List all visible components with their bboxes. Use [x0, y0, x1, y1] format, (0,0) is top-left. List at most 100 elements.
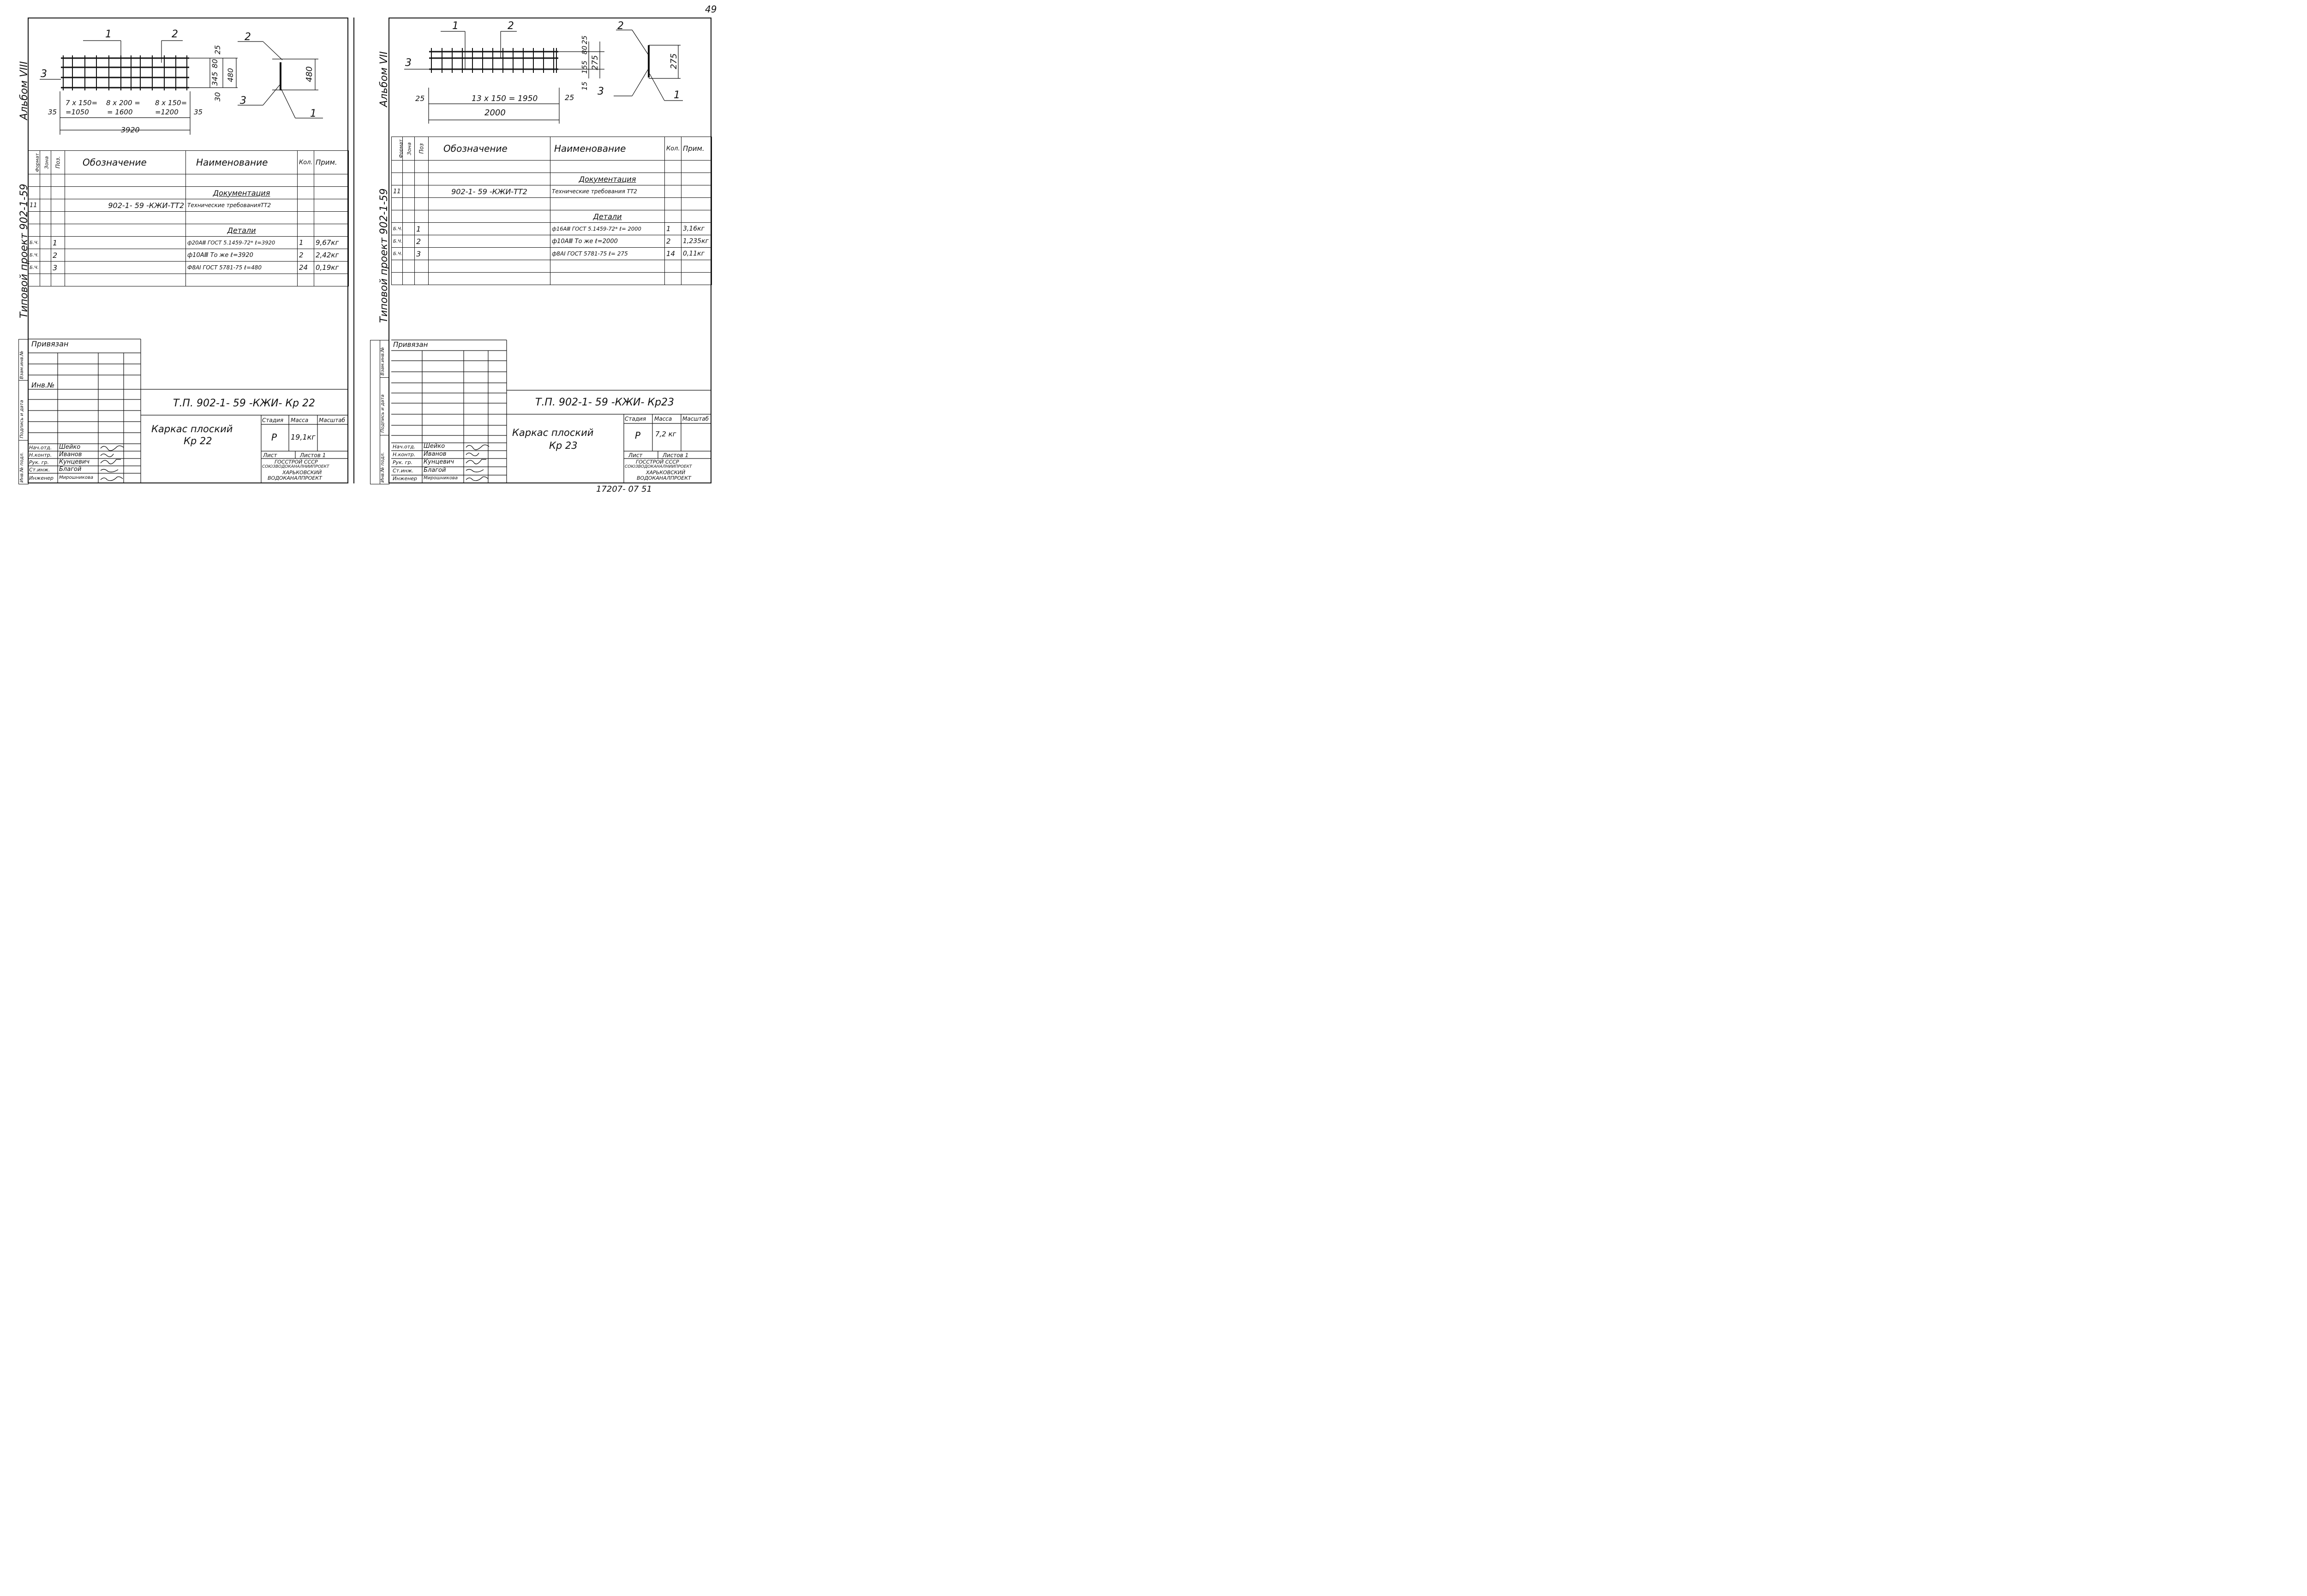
row-name: Ф8АI ГОСТ 5781-75 ℓ=480: [185, 261, 298, 274]
row-pos: 2: [51, 249, 65, 262]
name-2-r: Иванов: [424, 451, 447, 458]
row-name: ф20АⅢ ГОСТ 5.1459-72* ℓ=3920: [185, 236, 298, 249]
stage-value: Р: [271, 432, 277, 443]
dim-2000-r: 2000: [484, 108, 506, 118]
dim-8x200: 8 x 200 =: [106, 99, 140, 107]
callout-3-r: 3: [405, 57, 412, 69]
row-note-r: 3,16кг: [681, 222, 712, 235]
section-docs-row: Документация: [28, 186, 349, 199]
header-name-r: Наименование: [554, 143, 626, 154]
spec-header-r: Формат Зона Поз Обозначение Наименование…: [391, 137, 712, 161]
role-1: Нач.отд.: [29, 445, 52, 451]
row-note-r: 1,235кг: [681, 235, 712, 248]
callout-1-r: 1: [452, 20, 459, 32]
drawing-mark-r: Кр 23: [549, 440, 578, 451]
dim-25-left-r: 25: [415, 94, 425, 103]
role-2-r: Н.контр.: [393, 452, 416, 458]
doc-row: 11 902-1- 59 -КЖИ-ТТ2 Технические требов…: [28, 199, 349, 212]
callout-3-side: 3: [240, 95, 246, 107]
org-line-2: СОЮЗВОДОКАНАЛНИИПРОЕКТ: [262, 465, 329, 469]
row-name-r: ф16АⅢ ГОСТ 5.1459-72* ℓ= 2000: [550, 222, 665, 235]
callout-1-side-r: 1: [674, 89, 680, 101]
drawing-name-r: Каркас плоский: [512, 427, 594, 438]
row-format: Б.Ч.: [28, 261, 40, 274]
role-5: Инженер: [29, 475, 54, 481]
doc-row-r: 11 902-1- 59 -КЖИ-ТТ2 Технические требов…: [391, 185, 712, 198]
sheet-label: Лист: [263, 452, 277, 459]
name-5: Мирошникова: [59, 475, 93, 480]
stage-header: Стадия: [262, 417, 284, 423]
role-4-r: Ст.инж.: [393, 468, 414, 474]
org-line-1: ГОССТРОЙ СССР: [275, 459, 318, 465]
spec-header: Формат Зона Поз. Обозначение Наименовани…: [28, 150, 349, 174]
drawing-code-r: Т.П. 902-1- 59 -КЖИ- Кр23: [535, 397, 675, 408]
org-line-2-r: СОЮЗВОДОКАНАЛНИИПРОЕКТ: [625, 465, 692, 469]
drawing-code: Т.П. 902-1- 59 -КЖИ- Кр 22: [173, 398, 316, 409]
name-3-r: Кунцевич: [424, 459, 454, 465]
name-5-r: Мирошникова: [424, 476, 458, 481]
spec-row-r: Б.Ч. 1 ф16АⅢ ГОСТ 5.1459-72* ℓ= 2000 1 3…: [391, 222, 712, 235]
row-pos-r: 1: [414, 222, 429, 235]
section-docs-row-r: Документация: [391, 173, 712, 185]
scale-header: Масштаб: [319, 417, 346, 423]
doc-format: 11: [28, 199, 40, 212]
scale-header-r: Масштаб: [682, 416, 709, 422]
spec-row: Б.Ч. 3 Ф8АI ГОСТ 5781-75 ℓ=480 24 0,19кг: [28, 261, 349, 274]
header-note: Прим.: [316, 158, 337, 167]
header-designation: Обозначение: [83, 157, 147, 168]
role-1-r: Нач.отд.: [393, 444, 416, 450]
sheet-divider: [353, 18, 354, 483]
role-3: Рук. гр.: [29, 459, 49, 465]
org-line-1-r: ГОССТРОЙ СССР: [636, 459, 679, 465]
mass-value: 19,1кг: [291, 433, 316, 441]
callout-2-r: 2: [508, 20, 514, 32]
header-qty-r: Кол.: [666, 145, 680, 152]
dim-35-left: 35: [48, 108, 57, 116]
mass-header: Масса: [291, 417, 309, 423]
signatures-left: [100, 445, 124, 481]
role-3-r: Рук. гр.: [393, 459, 413, 465]
mass-header-r: Масса: [654, 416, 672, 422]
row-qty-r: 2: [664, 235, 681, 248]
name-1-r: Шейко: [424, 443, 445, 450]
section-details-row: Детали: [28, 224, 349, 237]
dim-1200: =1200: [155, 108, 179, 116]
spec-row: Б.Ч. 1 ф20АⅢ ГОСТ 5.1459-72* ℓ=3920 1 9,…: [28, 236, 349, 249]
callout-2: 2: [172, 29, 178, 40]
spec-row-r: Б.Ч. 2 ф10АⅢ То же ℓ=2000 2 1,235кг: [391, 235, 712, 248]
side-stamp-left: [18, 339, 29, 484]
page-number: 49: [705, 4, 717, 15]
callout-1: 1: [105, 29, 112, 40]
name-3: Кунцевич: [59, 459, 90, 465]
title-block-lines-right: [391, 339, 711, 483]
row-name: ф10АⅢ То же ℓ=3920: [185, 249, 298, 262]
doc-name-r: Технические требования ТТ2: [550, 185, 665, 198]
name-2: Иванов: [59, 451, 82, 458]
dim-35-right: 35: [194, 108, 203, 116]
frame-drawing-right: [404, 30, 683, 124]
bottom-note: 17207- 07 51: [596, 484, 652, 494]
drawing-name: Каркас плоский: [151, 423, 233, 435]
section-docs-r: Документация: [550, 173, 665, 185]
dim-25-right-r: 25: [565, 93, 574, 102]
name-4-r: Благой: [424, 467, 446, 474]
header-name: Наименование: [196, 157, 268, 168]
row-note: 9,67кг: [314, 236, 349, 249]
sheets-label-r: Листов 1: [663, 452, 689, 459]
mass-value-r: 7,2 кг: [655, 430, 676, 438]
doc-designation: 902-1- 59 -КЖИ-ТТ2: [65, 199, 186, 212]
sheets-label: Листов 1: [300, 452, 326, 459]
row-qty: 24: [297, 261, 314, 274]
org-line-4-r: ВОДОКАНАЛПРОЕКТ: [637, 475, 691, 481]
dim-1050: =1050: [66, 108, 89, 116]
stage-value-r: Р: [635, 430, 641, 441]
privyazan-label-r: Привязан: [393, 340, 428, 349]
signatures-right: [466, 444, 490, 481]
spec-table-left: Формат Зона Поз. Обозначение Наименовани…: [28, 150, 349, 286]
row-note-r: 0,11кг: [681, 247, 712, 260]
callout-2-side-r: 2: [617, 20, 624, 32]
title-block-lines-left: [28, 339, 348, 483]
section-details: Детали: [185, 224, 298, 237]
section-docs: Документация: [185, 186, 298, 199]
callout-3-side-r: 3: [598, 86, 604, 97]
